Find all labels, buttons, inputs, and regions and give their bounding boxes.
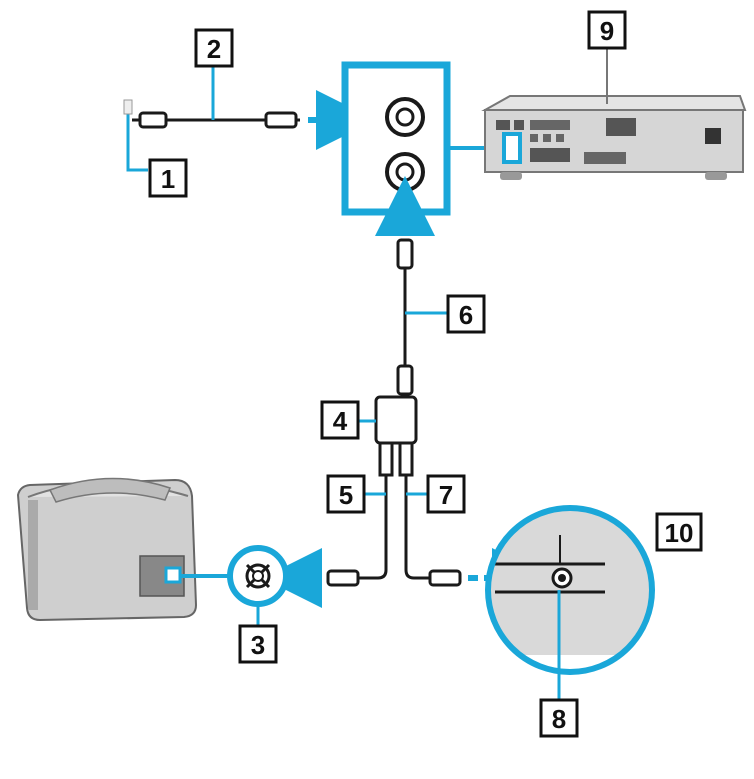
callout-8: 8 (539, 698, 579, 738)
antenna-cable-end (123, 99, 148, 172)
callout-4: 4 (320, 400, 360, 440)
callout-10: 10 (655, 512, 703, 552)
vcr-port-closeup (341, 61, 508, 216)
tv-port-closeup (227, 545, 289, 626)
rf-in-port (385, 97, 425, 137)
svg-text:6: 6 (459, 300, 473, 330)
callout-9: 9 (587, 10, 627, 50)
computer-port-detail-icon (485, 505, 655, 700)
callout-3: 3 (238, 624, 278, 664)
coax-cable-to-splitter (375, 176, 448, 396)
svg-text:7: 7 (439, 480, 453, 510)
rf-out-port (385, 152, 425, 192)
coax-cable-to-tv (262, 475, 388, 608)
svg-text:10: 10 (665, 518, 694, 548)
callout-5: 5 (326, 474, 366, 514)
svg-text:9: 9 (600, 16, 614, 46)
vcr-icon (481, 46, 747, 180)
callout-7: 7 (426, 474, 466, 514)
callout-1: 1 (148, 158, 188, 198)
splitter-icon (358, 395, 418, 477)
television-icon (16, 477, 232, 622)
svg-text:3: 3 (251, 630, 265, 660)
svg-text:2: 2 (207, 34, 221, 64)
svg-text:5: 5 (339, 480, 353, 510)
svg-text:1: 1 (161, 164, 175, 194)
coax-cable-input (132, 62, 376, 150)
svg-text:8: 8 (552, 704, 566, 734)
callout-2: 2 (194, 28, 234, 68)
svg-text:4: 4 (333, 406, 348, 436)
callout-6: 6 (446, 294, 486, 334)
